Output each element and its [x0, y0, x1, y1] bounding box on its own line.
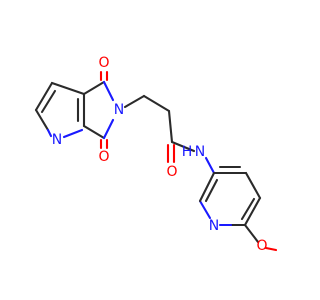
methoxy-group	[243, 223, 278, 252]
atom-label-n-imide: N	[114, 102, 124, 118]
atom-label-h-amide: H	[182, 144, 193, 160]
bond	[82, 124, 106, 140]
bond	[102, 118, 115, 140]
bond	[40, 89, 57, 114]
bond	[102, 80, 115, 102]
left-pyridine-ring	[34, 81, 86, 139]
bond	[46, 128, 53, 138]
bond	[198, 171, 216, 203]
bond	[204, 178, 219, 203]
bond	[170, 140, 196, 153]
right-pyridine-ring	[198, 156, 262, 227]
atom-label-n-pyridine-right: N	[209, 218, 219, 234]
bond	[82, 80, 106, 96]
atom-label-o-bottom: O	[98, 149, 109, 165]
bond	[62, 128, 84, 139]
bond	[198, 199, 212, 220]
atom-label-n-pyridine-left: N	[52, 132, 62, 148]
atom-label-o-methoxy: O	[256, 238, 267, 254]
bond	[264, 246, 278, 252]
bond	[123, 94, 146, 109]
butanamide-chain	[123, 94, 196, 164]
bond	[167, 109, 174, 144]
imide-ring	[82, 70, 115, 150]
atom-label-o-top: O	[98, 55, 109, 71]
atom-label-o-amide: O	[166, 164, 177, 180]
atom-label-n-amide: N	[195, 144, 205, 160]
bond	[204, 156, 216, 175]
bond	[34, 108, 50, 132]
bond	[50, 81, 86, 96]
bond	[142, 94, 171, 113]
molecule-structure-diagram: O O N N N H O N O	[34, 55, 278, 254]
bond	[243, 196, 262, 227]
bond	[34, 81, 54, 112]
bond	[244, 171, 262, 200]
bond	[243, 223, 260, 244]
bond	[240, 197, 256, 221]
